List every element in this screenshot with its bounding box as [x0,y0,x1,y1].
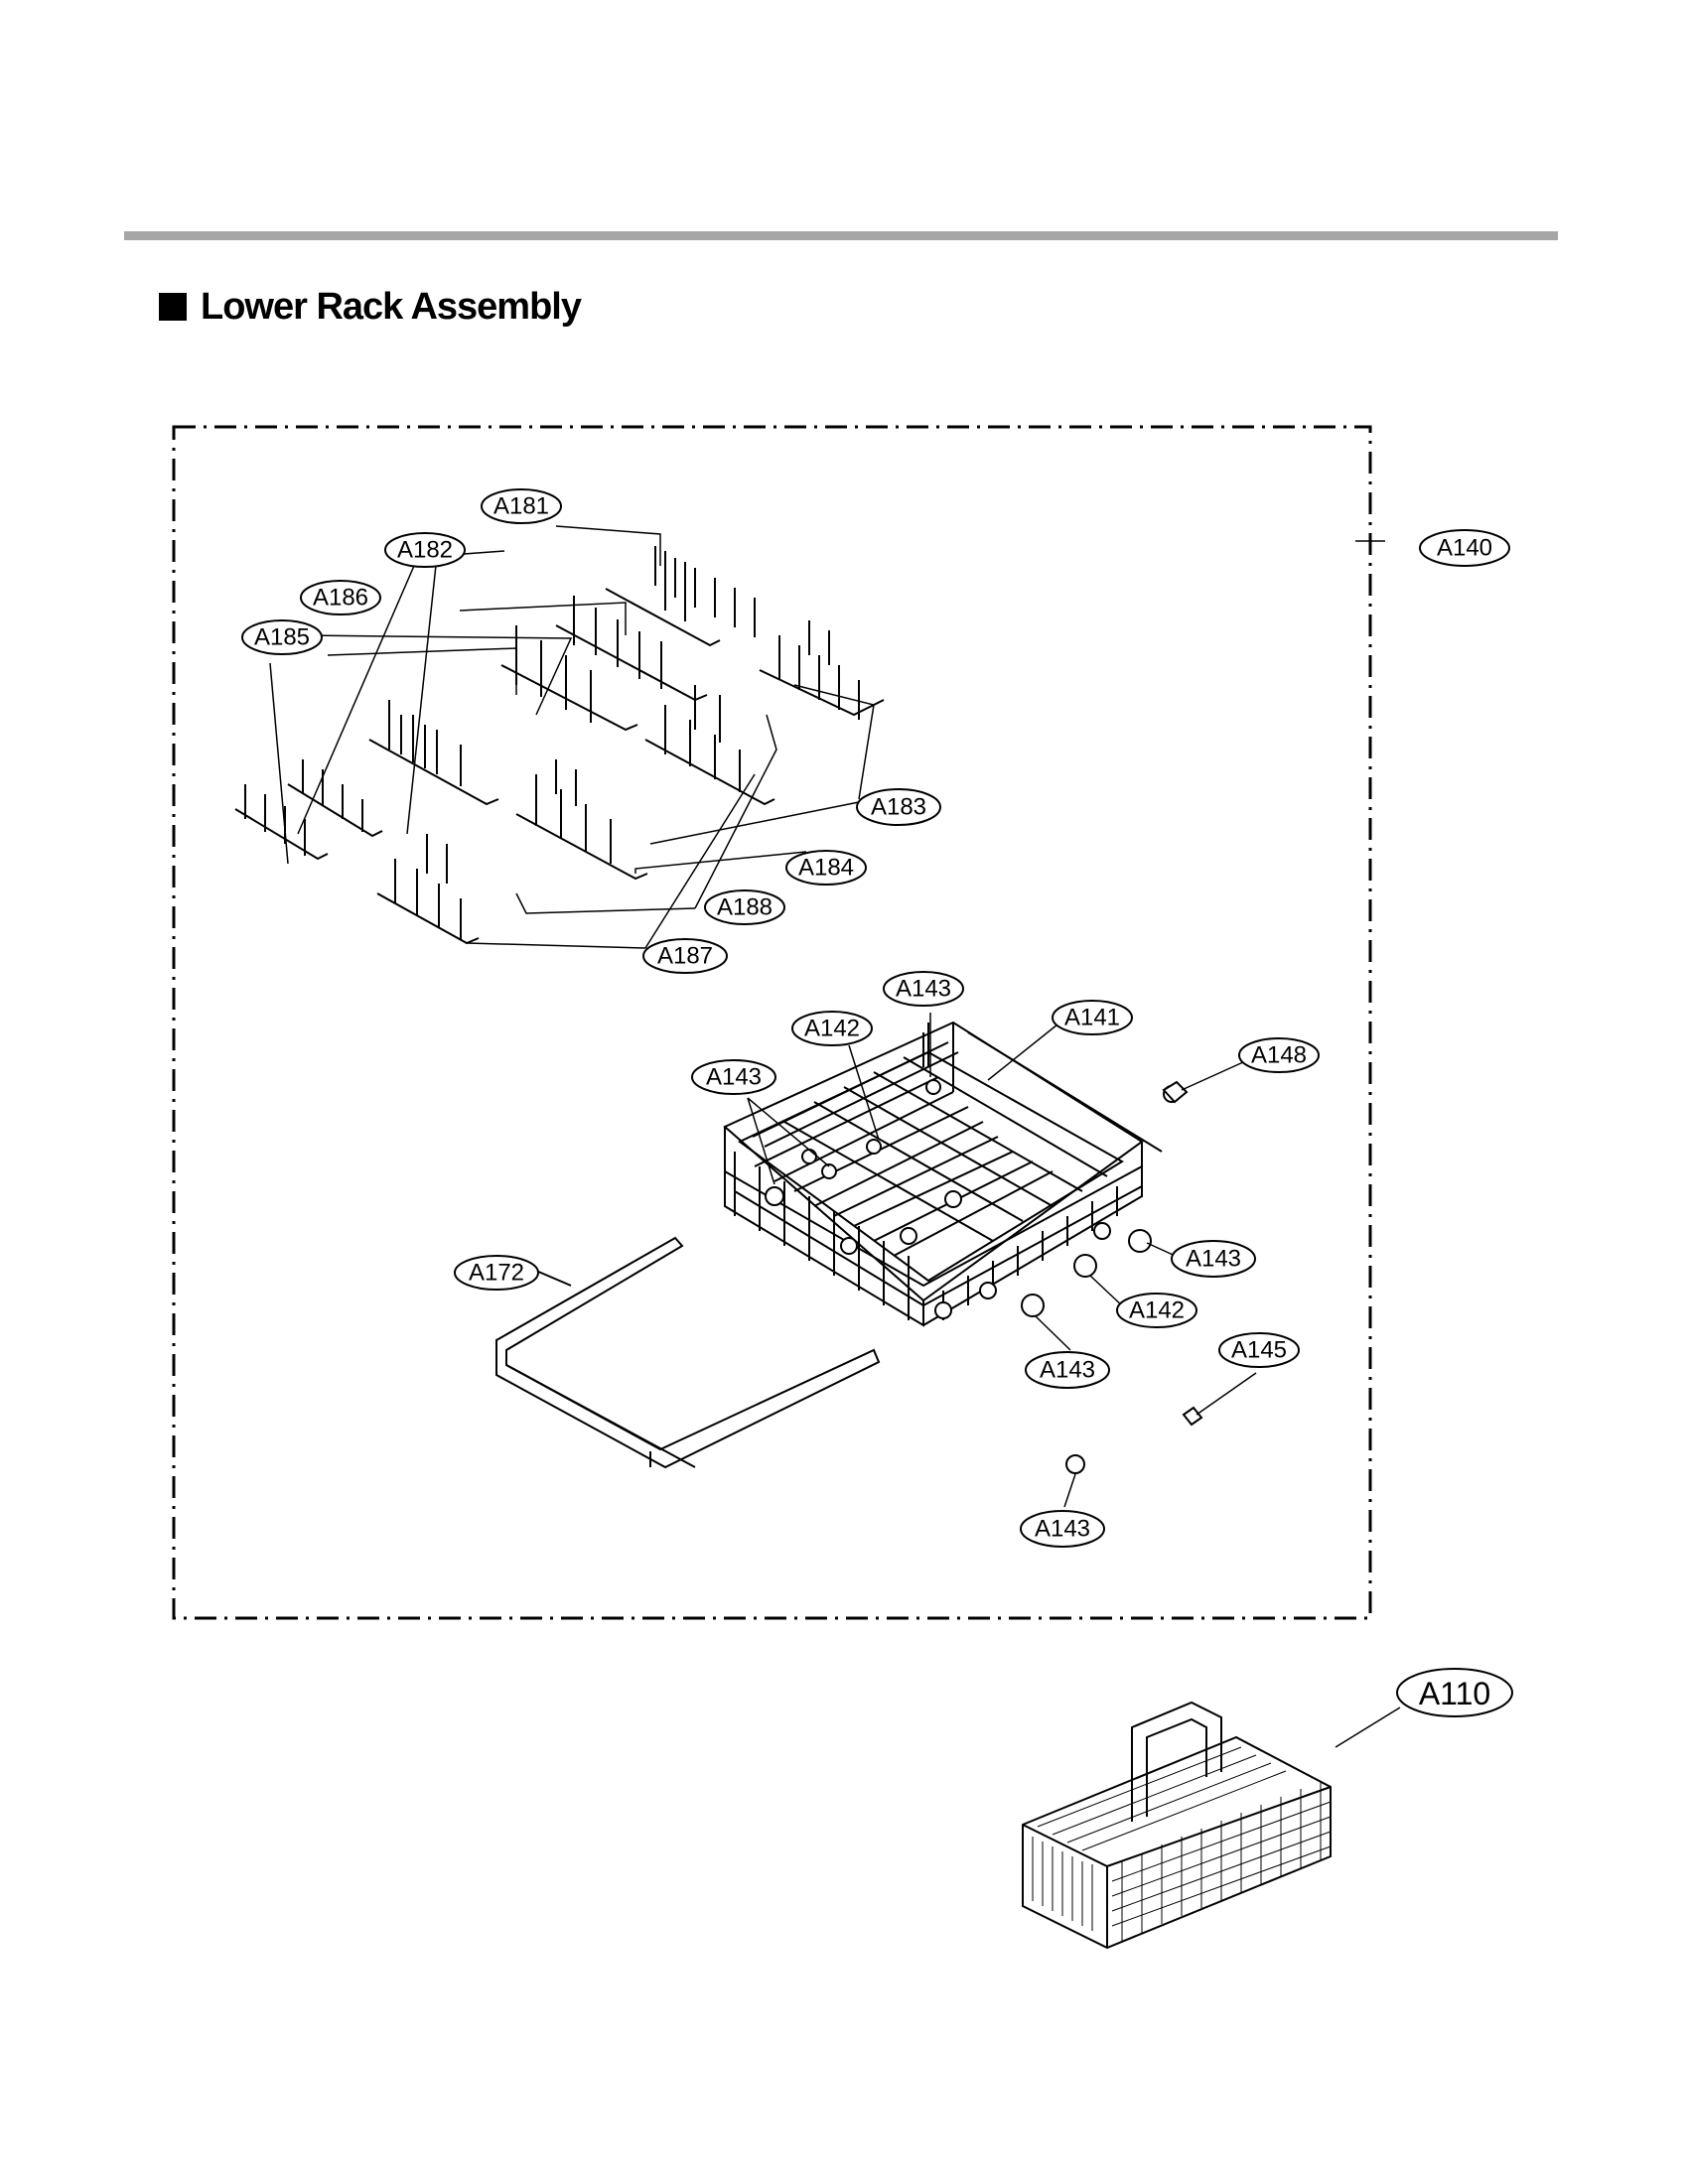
callout-a172: A172 [469,1260,524,1287]
rack-rail-a172 [495,1236,881,1469]
callout-a140: A140 [1437,535,1492,562]
lower-basket [723,1021,1163,1327]
loose-parts [1065,1080,1203,1474]
tine-rows [234,546,885,945]
tine-row-mid-lower [515,759,648,881]
callout-a184: A184 [798,855,854,882]
tine-row-center [644,685,775,806]
callout-a183: A183 [871,794,926,821]
callout-ellipses [241,488,1513,1717]
callout-a145-ellipse [1218,1332,1300,1368]
callout-a110-ellipse [1396,1668,1513,1717]
part-a148 [1162,1080,1189,1104]
silverware-basket [1022,1701,1332,1950]
part-a143-loose [1065,1454,1085,1474]
part-a145 [1182,1406,1203,1427]
assembly-boundary [172,425,1372,1620]
callout-a181: A181 [493,493,549,520]
callout-a187: A187 [657,943,713,970]
tine-row-a187 [376,834,480,945]
callout-a188-ellipse [704,889,785,925]
callout-a182-ellipse [384,532,466,568]
callout-a181-ellipse [481,488,562,524]
callout-a110: A110 [1419,1676,1490,1711]
tine-row-a181 [605,546,756,647]
callout-a172-ellipse [454,1255,539,1291]
a110-leader [1335,1706,1401,1748]
callout-a143-a: A143 [896,976,951,1003]
callout-a143-c: A143 [1186,1246,1241,1273]
tine-row-mid-left [368,700,499,806]
callout-a187-ellipse [642,938,728,974]
callout-a145: A145 [1231,1337,1287,1364]
callout-a183-ellipse [856,788,941,826]
callout-a142-a: A142 [804,1016,860,1042]
callout-a184-ellipse [785,850,867,886]
callout-a143-a-ellipse [883,971,964,1007]
callout-a143-b: A143 [706,1064,762,1091]
callout-a143-e-ellipse [1020,1510,1105,1548]
callout-a142-a-ellipse [791,1011,873,1046]
callout-a182: A182 [397,537,453,564]
page-title: Lower Rack Assembly [159,282,582,332]
callout-a185-ellipse [241,619,323,655]
tine-row-a183 [759,620,885,720]
callout-a141: A141 [1064,1005,1120,1031]
header-rule [124,231,1558,240]
callout-a142-b-ellipse [1116,1293,1197,1328]
callout-a143-b-ellipse [691,1059,776,1095]
tine-row-a185 [234,759,383,861]
callout-a186: A186 [313,585,368,612]
callout-a140-ellipse [1419,529,1510,567]
page-title-text: Lower Rack Assembly [201,285,582,328]
callout-a185: A185 [254,624,310,651]
title-bullet-square [159,293,187,321]
callout-a143-d-ellipse [1025,1351,1110,1389]
callout-a141-ellipse [1052,1000,1133,1035]
callout-a186-ellipse [300,580,381,615]
basket-leaders [747,1013,1257,1508]
callout-a148-ellipse [1238,1037,1320,1073]
silverware-basket-mesh [1032,1746,1332,1941]
callout-a148: A148 [1251,1042,1307,1069]
callout-a142-b: A142 [1129,1297,1185,1324]
callout-a143-c-ellipse [1171,1240,1256,1278]
callout-a143-e: A143 [1035,1516,1090,1543]
callout-a188: A188 [717,894,773,921]
callout-a143-d: A143 [1040,1357,1095,1384]
